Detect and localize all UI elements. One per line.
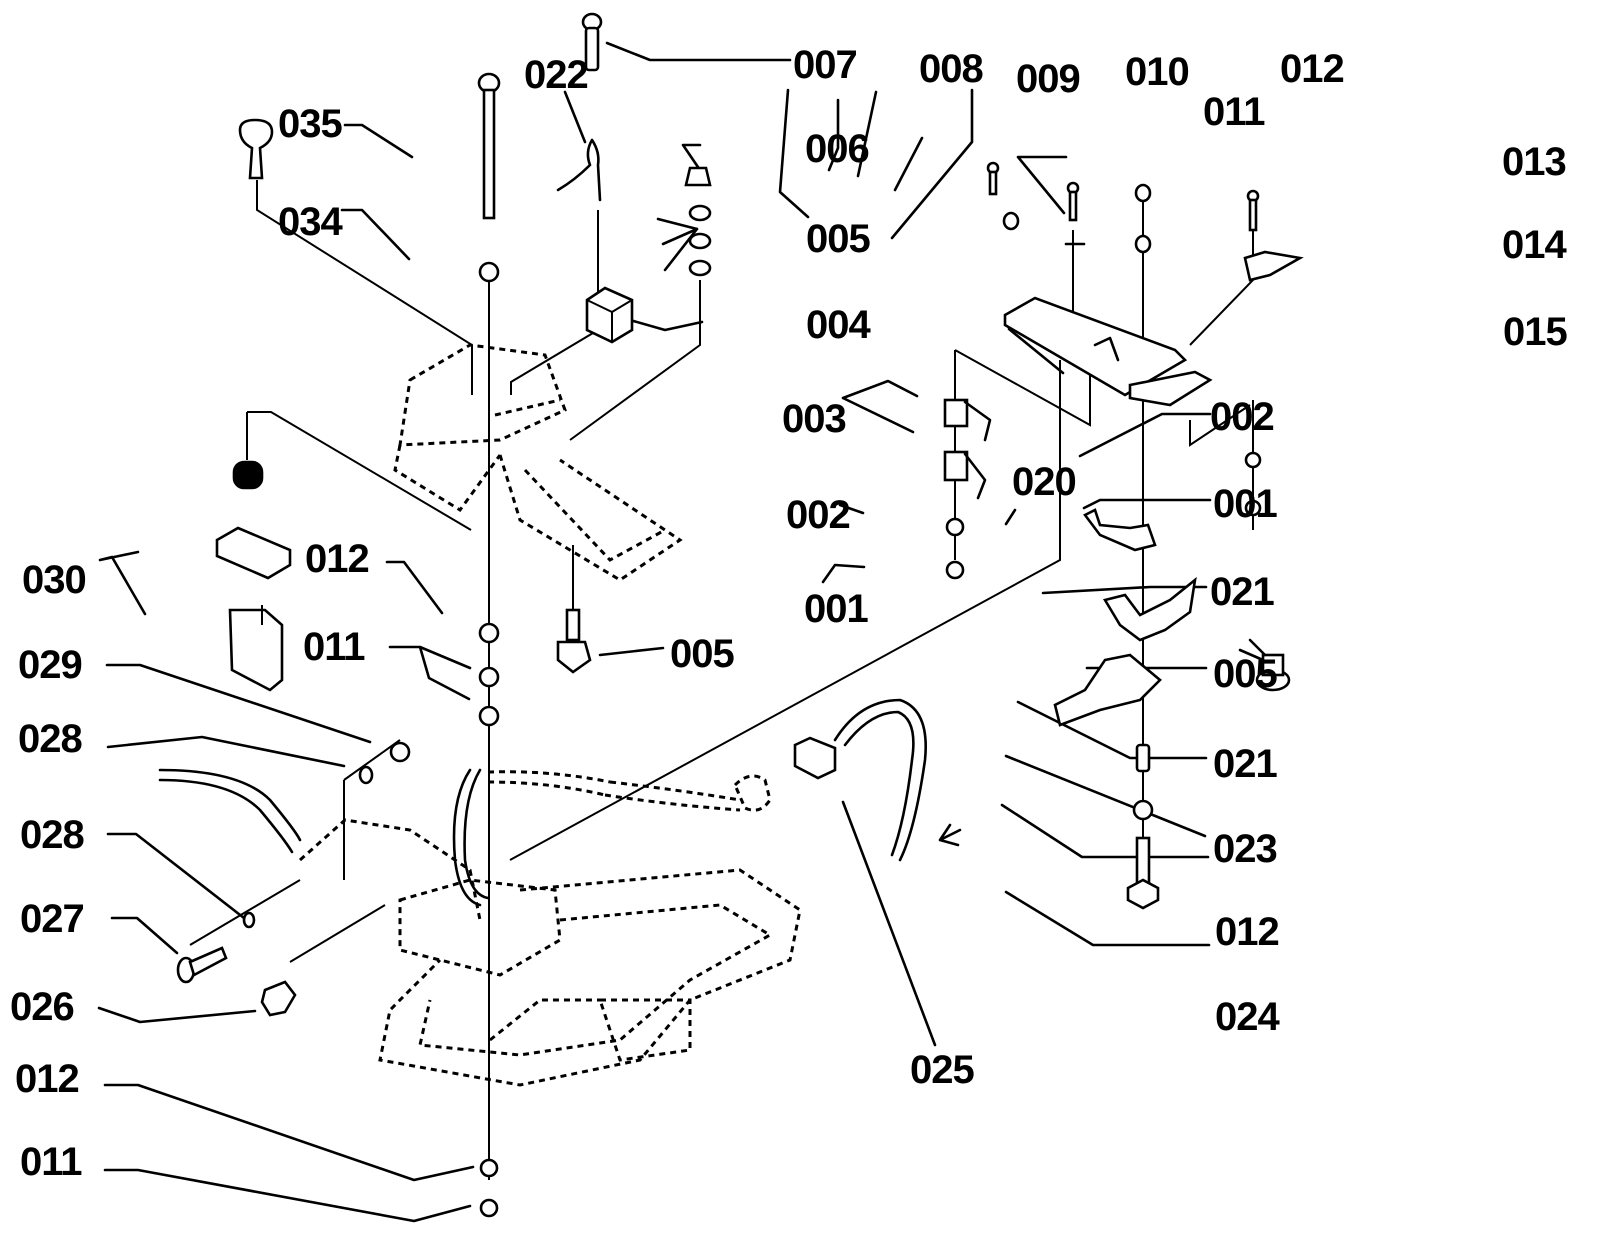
label-013: 013 — [1502, 140, 1566, 184]
washer-008-icon — [1002, 211, 1020, 231]
rod-035-icon — [477, 72, 501, 220]
label-012-bottom: 012 — [15, 1057, 79, 1101]
label-011-bottom: 011 — [20, 1140, 82, 1184]
label-007: 007 — [793, 43, 857, 87]
washer-012-right-icon — [1132, 799, 1154, 821]
post-005-icon — [556, 608, 592, 674]
washer-028-icon — [358, 765, 374, 785]
label-024: 024 — [1215, 995, 1280, 1039]
washer-002-right-icon — [1244, 451, 1262, 469]
label-005-top: 005 — [806, 217, 870, 261]
washer-034-icon — [478, 261, 500, 283]
screw-007-icon — [581, 12, 603, 72]
label-035: 035 — [278, 102, 342, 146]
part-labels: 007 022 035 034 006 005 004 008 009 010 … — [10, 43, 1568, 1184]
sleeve-023-icon — [1135, 743, 1151, 773]
knob-005-right-icon — [1238, 638, 1291, 692]
label-012-top: 012 — [1280, 47, 1344, 91]
label-021-bottom: 021 — [1213, 742, 1277, 786]
bracket-020-icon — [1083, 508, 1157, 552]
label-023: 023 — [1213, 827, 1277, 871]
washer-002-left-icon — [945, 517, 965, 537]
washer-011-bottom-icon — [479, 1198, 499, 1218]
label-004: 004 — [806, 303, 871, 347]
washer-011-top-icon — [1134, 183, 1152, 203]
label-030: 030 — [22, 558, 86, 602]
bolt-024-icon — [1126, 836, 1160, 910]
bolt-027-icon — [176, 946, 228, 984]
washer-012-icon — [478, 622, 500, 644]
knob-icon — [238, 118, 274, 180]
label-006: 006 — [805, 127, 869, 171]
label-015: 015 — [1503, 310, 1567, 354]
plate-015-icon — [1003, 296, 1213, 407]
cap-006-icon — [684, 166, 712, 187]
lever-021-bottom-icon — [1053, 653, 1162, 727]
label-012-right: 012 — [1215, 910, 1279, 954]
label-005-mid: 005 — [670, 632, 734, 676]
label-028-bottom: 028 — [20, 813, 84, 857]
label-022: 022 — [524, 53, 588, 97]
label-027: 027 — [20, 897, 84, 941]
clips-003-icon — [943, 398, 992, 500]
label-026: 026 — [10, 985, 74, 1029]
label-010: 010 — [1125, 50, 1189, 94]
base-frame-icon — [299, 818, 802, 1087]
connector-025-icon — [733, 698, 962, 862]
knob-026-icon — [260, 980, 297, 1017]
washer-028b-icon — [242, 911, 256, 929]
label-005-right: 005 — [1213, 652, 1277, 696]
label-028-top: 028 — [18, 717, 82, 761]
screw-009-icon — [986, 161, 1000, 196]
label-003: 003 — [782, 397, 846, 441]
holder-030-icon — [215, 460, 292, 692]
label-025: 025 — [910, 1048, 974, 1092]
label-001-right: 001 — [1213, 482, 1277, 526]
lever-021-top-icon — [1102, 576, 1197, 642]
label-008: 008 — [919, 47, 983, 91]
washers-005-icon — [688, 204, 712, 277]
washer-012-top-icon — [1134, 234, 1152, 254]
washer-011-icon — [478, 666, 500, 688]
washer-012-bottom-icon — [479, 1158, 499, 1178]
label-029: 029 — [18, 643, 82, 687]
hose-icon — [158, 768, 741, 907]
label-011-top: 011 — [1203, 90, 1265, 134]
nut-029-icon — [389, 741, 411, 763]
clamp-014-icon — [1243, 250, 1304, 282]
label-011-mid: 011 — [303, 625, 365, 669]
switch-004-icon — [585, 286, 634, 344]
leader-lines — [97, 41, 1212, 1223]
assembly-lines — [189, 180, 1254, 1180]
washer-001-right-icon — [1244, 499, 1262, 517]
label-014: 014 — [1502, 223, 1567, 267]
label-034: 034 — [278, 200, 343, 244]
washer-011b-icon — [478, 705, 500, 727]
washer-001-left-icon — [945, 560, 965, 580]
screw-010-icon — [1066, 181, 1080, 222]
label-020: 020 — [1012, 460, 1076, 504]
housing-icon — [393, 343, 683, 582]
label-009: 009 — [1016, 57, 1080, 101]
label-012-mid: 012 — [305, 537, 369, 581]
label-001-left: 001 — [804, 587, 868, 631]
wire-022-icon — [556, 138, 602, 202]
screw-013-icon — [1246, 189, 1260, 232]
parts — [158, 12, 1304, 1218]
label-021-top: 021 — [1210, 570, 1274, 614]
label-002-right: 002 — [1210, 395, 1274, 439]
label-002-left: 002 — [786, 493, 850, 537]
